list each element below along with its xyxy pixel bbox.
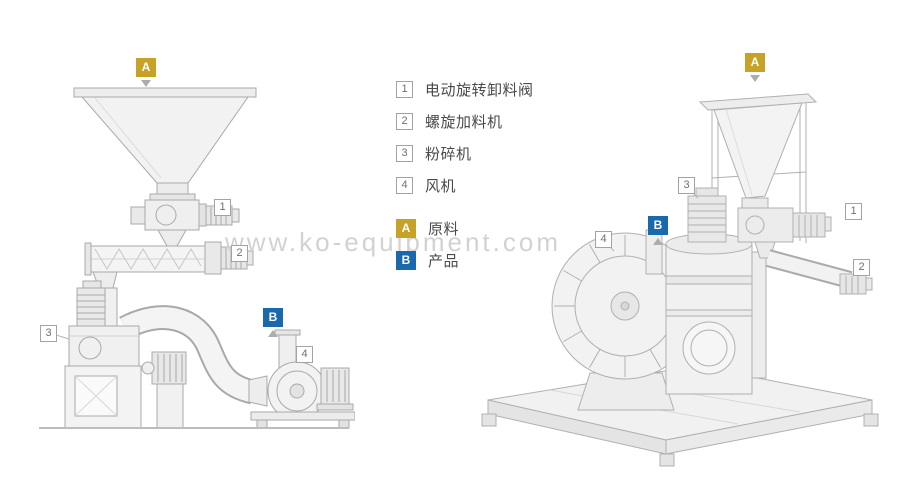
callout-right-3: 3 [678,177,695,194]
product-flow-arrow-left [268,330,278,337]
callout-right-4: 4 [595,231,612,248]
feed-hopper-3d [698,93,818,211]
legend-label-2: 螺旋加料机 [425,114,503,131]
pulverizer-body [645,229,767,395]
legend-item-3: 3 粉碎机 [396,143,534,164]
material-badge-left: A [136,58,156,77]
base-frame [481,365,879,467]
legend-num-4: 4 [396,177,413,194]
legend-num-2: 2 [396,113,413,130]
material-flow-arrow-left [141,80,151,87]
callout-left-2: 2 [231,245,248,262]
screw-feeder-3d [765,249,873,295]
material-key-label: 原料 [428,221,460,238]
material-flow-arrow-right [750,75,760,82]
screw-feeder [84,241,254,289]
legend-num-3: 3 [396,145,413,162]
callout-left-4: 4 [296,346,313,363]
legend-item-1: 1 电动旋转卸料阀 [396,79,534,100]
blower-fan [248,329,355,429]
callout-right-2: 2 [853,259,870,276]
material-badge-right: A [745,53,765,72]
callout-right-1: 1 [845,203,862,220]
feed-hopper [73,87,257,201]
mill-motor [141,351,187,429]
legend-product: B 产品 [396,250,534,271]
product-badge-right: B [648,216,668,235]
product-flow-arrow-right [653,238,663,245]
legend-label-4: 风机 [425,178,457,195]
legend-label-1: 电动旋转卸料阀 [425,82,534,99]
legend-item-4: 4 风机 [396,175,534,196]
pulverizer [64,280,142,429]
legend-num-1: 1 [396,81,413,98]
legend-material: A 原料 [396,218,534,239]
transport-duct [119,305,257,405]
legend-item-2: 2 螺旋加料机 [396,111,534,132]
callout-left-1: 1 [214,199,231,216]
material-key-box: A [396,219,416,238]
callout-left-3: 3 [40,325,57,342]
rotary-valve-3d [737,207,832,259]
legend-label-3: 粉碎机 [425,146,472,163]
right-diagram-illustration [481,93,879,467]
product-key-label: 产品 [428,253,460,270]
left-diagram-illustration [39,87,355,429]
legend: 1 电动旋转卸料阀 2 螺旋加料机 3 粉碎机 4 风机 A 原料 B 产品 [396,79,534,271]
product-badge-left: B [263,308,283,327]
product-key-box: B [396,251,416,270]
classifier-motor [687,187,727,243]
watermark: www.ko-equipment.com [225,227,561,257]
